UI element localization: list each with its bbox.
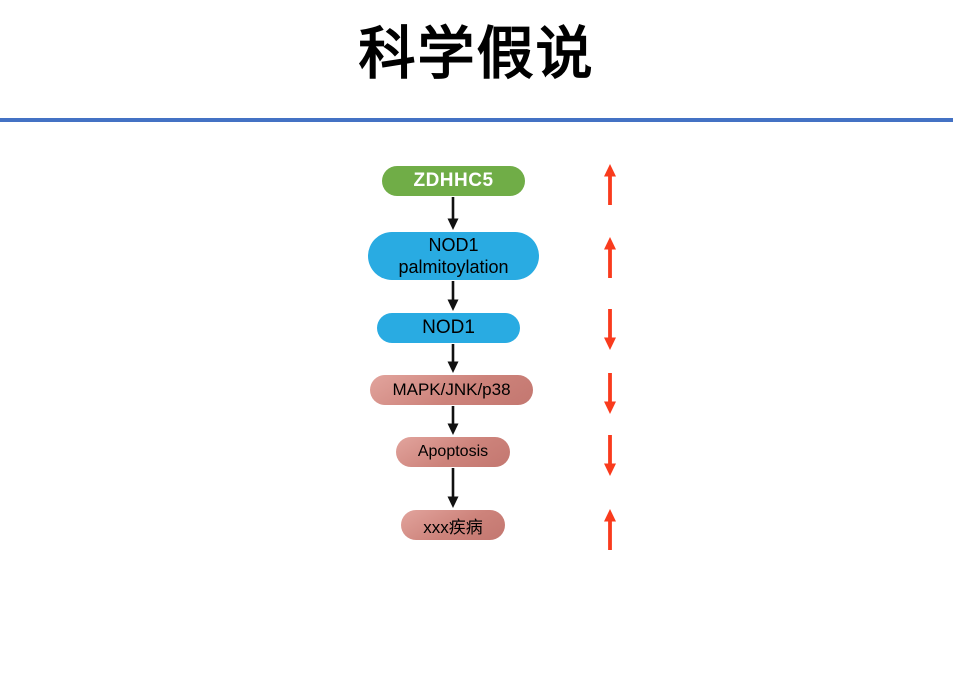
node-label: NOD1 palmitoylation	[398, 235, 509, 277]
down-connector-arrow	[447, 344, 459, 373]
node-label: ZDHHC5	[413, 170, 494, 191]
node-label: Apoptosis	[417, 443, 489, 460]
node-xxx-disease: xxx疾病	[401, 510, 505, 540]
down-connector-arrow	[447, 468, 459, 508]
title-divider	[0, 118, 953, 122]
node-label: NOD1	[422, 317, 475, 338]
trend-up-arrow	[604, 237, 616, 278]
node-nod1: NOD1	[377, 313, 520, 343]
trend-down-arrow	[604, 309, 616, 350]
node-mapk-jnk-p38: MAPK/JNK/p38	[370, 375, 533, 405]
trend-up-arrow	[604, 509, 616, 550]
down-connector-arrow	[447, 197, 459, 230]
node-label: xxx疾病	[423, 517, 483, 537]
down-connector-arrow	[447, 406, 459, 435]
node-zdhhc5: ZDHHC5	[382, 166, 525, 196]
trend-down-arrow	[604, 435, 616, 476]
down-connector-arrow	[447, 281, 459, 311]
node-label: MAPK/JNK/p38	[392, 380, 511, 399]
trend-up-arrow	[604, 164, 616, 205]
node-apoptosis: Apoptosis	[396, 437, 510, 467]
trend-down-arrow	[604, 373, 616, 414]
node-nod1-palmitoylation: NOD1 palmitoylation	[368, 232, 539, 280]
slide-title: 科学假说	[358, 22, 595, 86]
